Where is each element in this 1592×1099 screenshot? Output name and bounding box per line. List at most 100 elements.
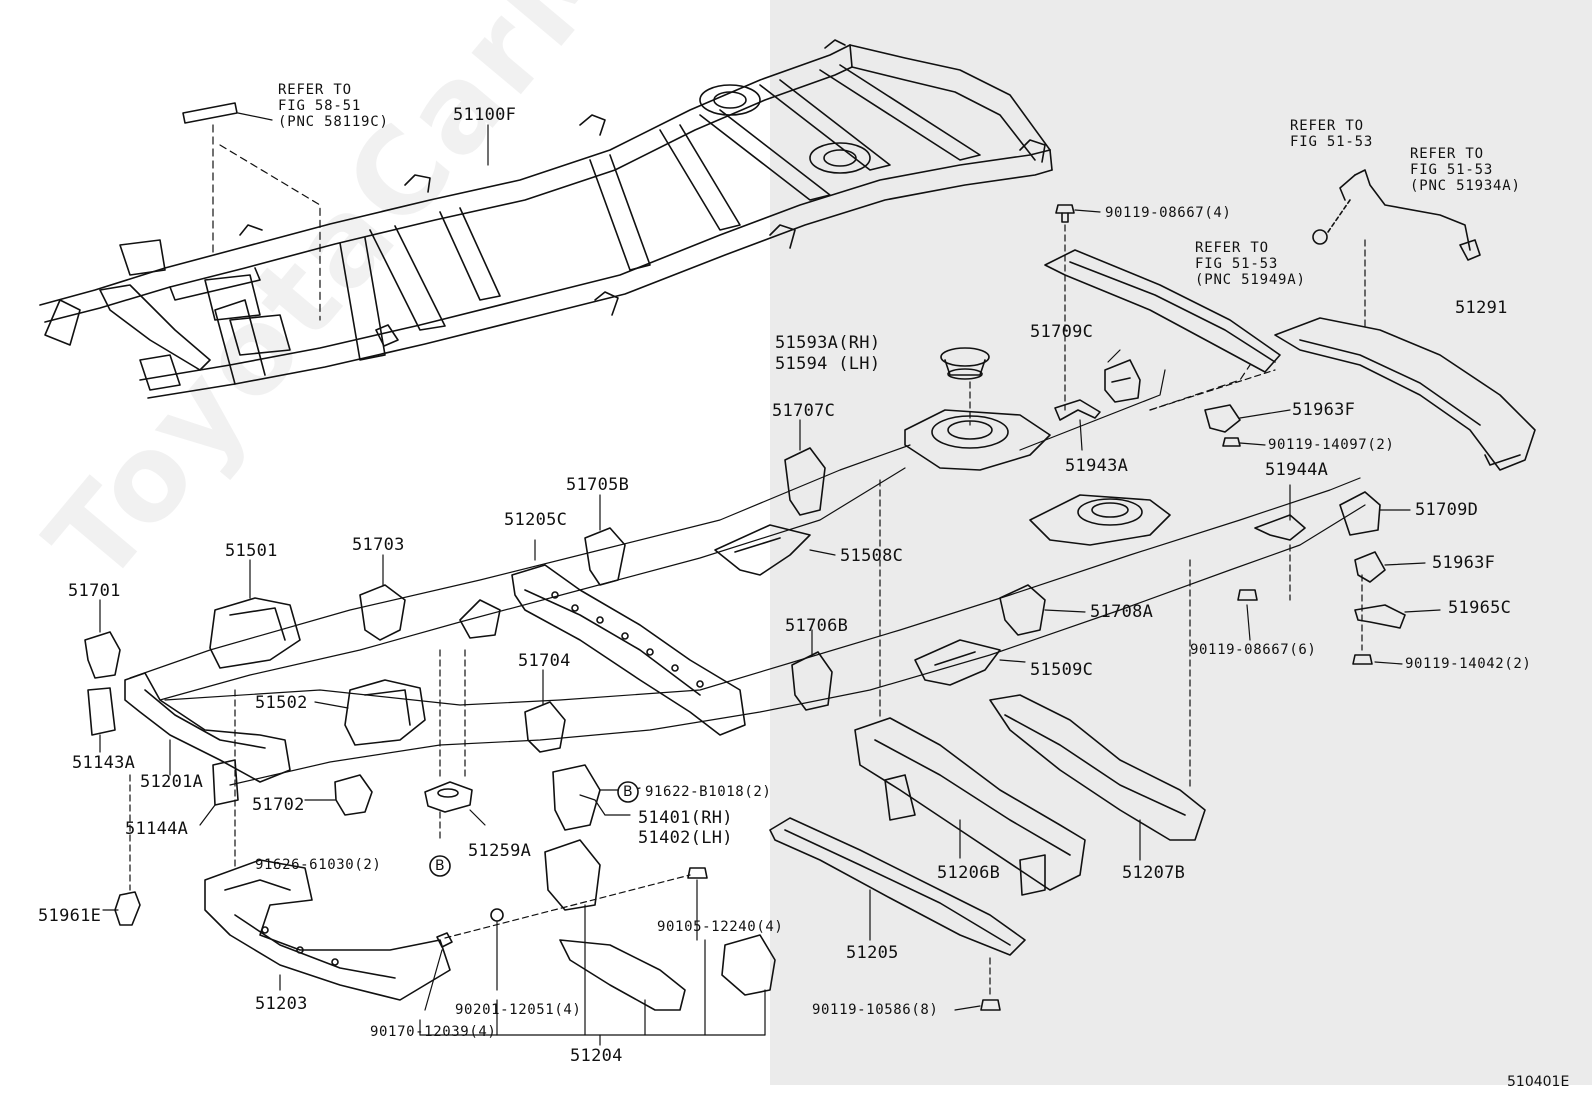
label-90119-08667-4[interactable]: 90119-08667(4) [1105, 205, 1232, 221]
label-51943a[interactable]: 51943A [1065, 456, 1129, 476]
part-51701 [84, 631, 121, 679]
label-90201-12051-4[interactable]: 90201-12051(4) [455, 1002, 582, 1018]
label-51963f-top[interactable]: 51963F [1292, 400, 1356, 420]
refer-line: (PNC 58119C) [278, 114, 389, 130]
label-51205[interactable]: 51205 [846, 943, 899, 963]
part-51944a [1254, 514, 1306, 541]
part-51704 [524, 701, 566, 753]
exploded-left-rail-outline [129, 364, 1251, 701]
part-51708a [999, 584, 1046, 636]
part-bracket-center [459, 599, 501, 639]
label-51206b[interactable]: 51206B [937, 863, 1001, 883]
part-51206b [854, 479, 1086, 896]
label-51143a[interactable]: 51143A [72, 753, 136, 773]
label-51100f[interactable]: 51100F [453, 105, 517, 125]
label-51402[interactable]: 51402(LH) [638, 828, 733, 848]
bolt-14042 [1352, 654, 1373, 665]
label-51944a[interactable]: 51944A [1265, 460, 1329, 480]
part-51963f-top [1204, 404, 1241, 433]
refer-note-51-53-a: REFER TO FIG 51-53 [1290, 118, 1373, 150]
label-51502[interactable]: 51502 [255, 693, 308, 713]
label-90105-12240-4[interactable]: 90105-12240(4) [657, 919, 784, 935]
label-51201a[interactable]: 51201A [140, 772, 204, 792]
part-51259a [424, 781, 473, 813]
part-51706b [791, 651, 833, 711]
part-51709d [1339, 491, 1381, 536]
part-51961e [114, 891, 141, 926]
label-51961e[interactable]: 51961E [38, 906, 102, 926]
label-90170-12039-4[interactable]: 90170-12039(4) [370, 1024, 497, 1040]
label-91622-b1018-2[interactable]: 91622-B1018(2) [645, 784, 772, 800]
refer-line: FIG 51-53 [1195, 256, 1279, 272]
label-51205c[interactable]: 51205C [504, 510, 568, 530]
label-51963f-mid[interactable]: 51963F [1432, 553, 1496, 573]
label-90119-14042-2[interactable]: 90119-14042(2) [1405, 656, 1532, 672]
part-51963f-mid [1354, 551, 1386, 583]
refer-line: (PNC 51934A) [1410, 178, 1521, 194]
refer-line: (PNC 51949A) [1195, 272, 1306, 288]
callout-b-left [429, 855, 451, 877]
part-51502 [344, 679, 426, 746]
label-51704[interactable]: 51704 [518, 651, 571, 671]
label-51703[interactable]: 51703 [352, 535, 405, 555]
bolt-08667-top [1055, 204, 1101, 411]
label-90119-10586-8[interactable]: 90119-10586(8) [812, 1002, 939, 1018]
part-51943a [1054, 399, 1101, 421]
label-51207b[interactable]: 51207B [1122, 863, 1186, 883]
label-51709d[interactable]: 51709D [1415, 500, 1479, 520]
part-51207b [989, 559, 1206, 861]
label-51508c[interactable]: 51508C [840, 546, 904, 566]
part-51204 [419, 839, 776, 1046]
right-panel-background [770, 0, 1592, 1085]
refer-line: REFER TO [278, 82, 352, 98]
frame-assembly-51100F [39, 39, 1053, 399]
label-51706b[interactable]: 51706B [785, 616, 849, 636]
bolt-08667-mid [1237, 589, 1258, 601]
part-51702 [334, 774, 373, 816]
part-51143a [87, 687, 116, 736]
refer-note-51-53-b: REFER TO FIG 51-53 (PNC 51934A) [1410, 146, 1521, 194]
callout-b-left-letter: B [435, 858, 445, 874]
bolt-14097 [1222, 437, 1241, 447]
part-51401 [552, 764, 601, 831]
part-51201a [124, 672, 291, 783]
label-51259a[interactable]: 51259A [468, 841, 532, 861]
label-51702[interactable]: 51702 [252, 795, 305, 815]
refer-line: REFER TO [1290, 118, 1364, 134]
label-51707c[interactable]: 51707C [772, 401, 836, 421]
nut-90170 [436, 932, 453, 948]
label-51709c[interactable]: 51709C [1030, 322, 1094, 342]
part-spring-seat-lower [1029, 494, 1171, 546]
label-51401[interactable]: 51401(RH) [638, 808, 733, 828]
part-51291 [1274, 239, 1536, 471]
part-spring-seat-plate [904, 347, 1051, 471]
label-90119-14097-2[interactable]: 90119-14097(2) [1268, 437, 1395, 453]
label-51705b[interactable]: 51705B [566, 475, 630, 495]
label-51204[interactable]: 51204 [570, 1046, 623, 1066]
label-51509c[interactable]: 51509C [1030, 660, 1094, 680]
refer-line: FIG 51-53 [1290, 134, 1374, 150]
label-51144a[interactable]: 51144A [125, 819, 189, 839]
label-90119-08667-6[interactable]: 90119-08667(6) [1190, 642, 1317, 658]
part-51508c [714, 524, 811, 576]
label-91626-61030-2[interactable]: 91626-61030(2) [255, 857, 382, 873]
callout-b-right [617, 781, 639, 803]
label-51594[interactable]: 51594 (LH) [775, 354, 881, 374]
label-51291[interactable]: 51291 [1455, 298, 1508, 318]
part-51509c [914, 639, 1001, 686]
label-51965c[interactable]: 51965C [1448, 598, 1512, 618]
part-51203 [204, 859, 451, 1001]
part-58119c [182, 102, 238, 124]
label-51203[interactable]: 51203 [255, 994, 308, 1014]
refer-line: FIG 58-51 [278, 98, 362, 114]
part-51707c [784, 447, 826, 516]
label-51701[interactable]: 51701 [68, 581, 121, 601]
part-51205c [511, 539, 746, 736]
label-51501[interactable]: 51501 [225, 541, 278, 561]
label-51708a[interactable]: 51708A [1090, 602, 1154, 622]
part-51965c [1354, 604, 1406, 629]
bolt-90105 [687, 867, 708, 879]
label-51593a[interactable]: 51593A(RH) [775, 333, 881, 353]
